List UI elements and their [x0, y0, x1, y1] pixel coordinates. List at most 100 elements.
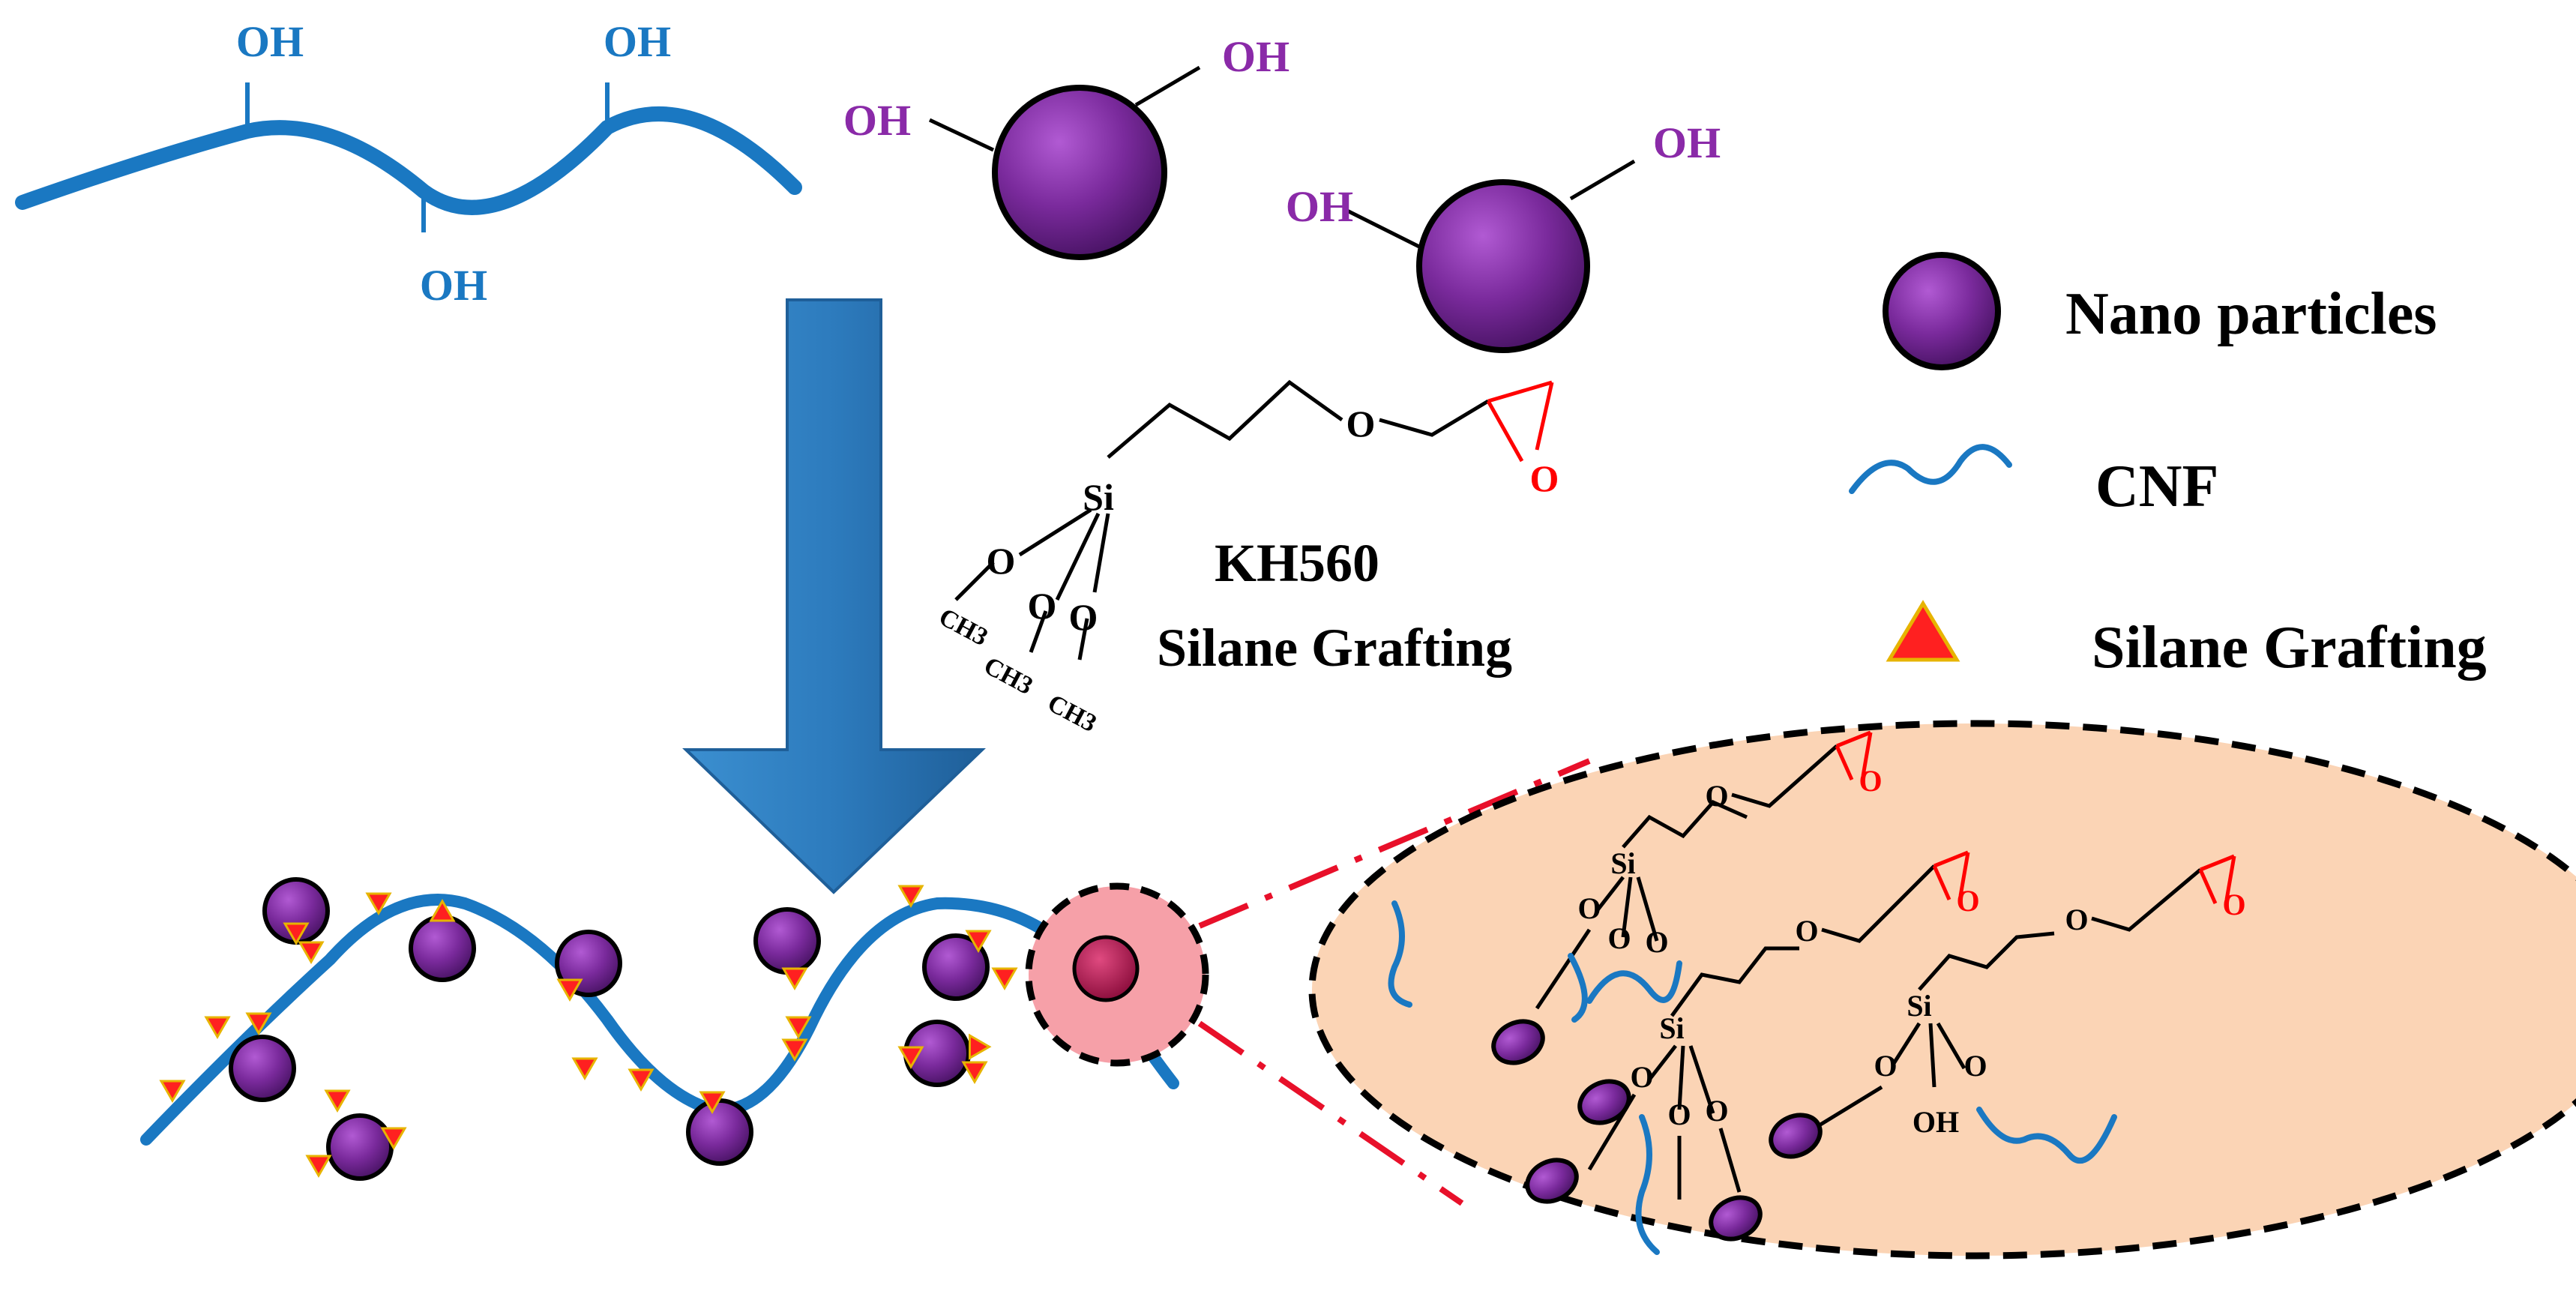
nanoparticle-small — [1525, 1158, 1579, 1204]
o-atom: O — [1667, 1098, 1691, 1131]
graft-triangle — [699, 1091, 726, 1115]
graft-triangle — [968, 1033, 992, 1060]
ether-link — [1731, 744, 1838, 808]
o-atom: O — [1795, 914, 1818, 948]
si-o-bond — [1928, 1023, 1936, 1088]
graft-triangle — [204, 1016, 231, 1040]
svg-text:O: O — [987, 540, 1016, 582]
si-o-bond — [1621, 876, 1633, 938]
epoxide-o: O — [2222, 888, 2245, 921]
particle-icon — [1416, 179, 1590, 353]
graft-triangle — [571, 1057, 598, 1081]
si-o-bond — [1595, 876, 1625, 912]
kh560-structure — [954, 379, 1554, 660]
o-particle-bond — [1535, 928, 1592, 1010]
cnf-segment — [1635, 1114, 1660, 1255]
graft-triangle — [785, 1016, 812, 1040]
o-atom: O — [2065, 903, 2088, 936]
graft-triangle — [429, 898, 456, 922]
svg-text:CH3: CH3 — [979, 652, 1037, 700]
graft-triangle — [781, 967, 808, 991]
ether-link — [2091, 868, 2202, 932]
graft-triangle — [965, 930, 992, 954]
svg-text:O: O — [1346, 403, 1376, 445]
ether-link — [1821, 864, 1936, 943]
o-atom: O — [1577, 891, 1601, 925]
cnf-chain-top: OH OH OH — [15, 17, 802, 310]
particle-icon — [1883, 252, 2001, 370]
graft-triangle — [159, 1080, 186, 1104]
si-o-bond — [1636, 876, 1659, 942]
oh-label: OH — [1653, 118, 1721, 167]
o-atom: O — [1607, 921, 1631, 955]
graft-triangle — [628, 1068, 654, 1092]
highlight-region — [1025, 882, 1209, 1067]
graft-triangle — [324, 1089, 351, 1113]
o-atom: O — [1705, 1094, 1728, 1128]
svg-text:CH3: CH3 — [1043, 689, 1101, 738]
oh-label: OH — [420, 261, 487, 310]
oh-label: OH — [1913, 1105, 1959, 1139]
legend-graft-label: Silane Grafting — [2092, 615, 2487, 681]
graft-triangle — [245, 1012, 272, 1036]
nanoparticle — [753, 907, 821, 975]
nanoparticle-small — [1709, 1195, 1763, 1242]
propyl-chain — [1918, 931, 2055, 991]
cnf-segment — [1388, 900, 1412, 1008]
si-o-bond — [1688, 1045, 1715, 1114]
triangle-icon — [1886, 600, 1960, 662]
kh560-labels: Si O O O O O CH3 CH3 CH3 KH560 Silane Gr… — [934, 403, 1559, 738]
o-atom: O — [1630, 1060, 1653, 1094]
nanoparticle — [922, 933, 990, 1001]
kh560-name: KH560 — [1215, 533, 1379, 593]
oh-label: OH — [1286, 182, 1353, 231]
graft-triangle — [961, 1061, 988, 1085]
graft-triangle — [897, 1046, 924, 1070]
propyl-chain — [1670, 946, 1799, 1017]
cnf-segment — [1586, 960, 1682, 1004]
svg-text:O: O — [1530, 457, 1559, 499]
grafted-composite — [140, 877, 1179, 1181]
nanoparticle — [229, 1035, 296, 1102]
si-atom: Si — [1659, 1011, 1684, 1045]
legend: Nano particles CNF Silane Grafting — [1849, 252, 2487, 681]
epoxide-o: O — [1859, 764, 1882, 798]
o-particle-bond — [1813, 1085, 1883, 1131]
o-atom: O — [1874, 1049, 1897, 1083]
graft-triangle — [380, 1127, 407, 1151]
graft-triangle — [781, 1038, 808, 1062]
svg-text:CH3: CH3 — [934, 603, 992, 652]
nanoparticle-small — [1491, 1019, 1545, 1065]
graft-triangle — [365, 892, 392, 916]
si-atom: Si — [1907, 989, 1931, 1023]
oh-label: OH — [604, 17, 671, 66]
graft-triangle — [556, 978, 583, 1002]
o-atom: O — [1705, 779, 1728, 813]
oh-label: OH — [1222, 32, 1289, 81]
cnf-segment — [1568, 953, 1588, 1023]
graft-triangle — [298, 941, 325, 965]
graft-triangle — [991, 967, 1018, 991]
nanoparticle-oh-1: OH OH — [843, 32, 1289, 260]
oh-label: OH — [843, 96, 911, 145]
graft-triangle — [283, 922, 310, 946]
nanoparticle-oh-2: OH OH — [1286, 118, 1721, 353]
si-o-bond — [1891, 1022, 1922, 1066]
svg-text:Si: Si — [1083, 476, 1114, 518]
legend-cnf-label: CNF — [2095, 454, 2218, 520]
nanoparticle-small — [1577, 1079, 1631, 1125]
o-particle-bond — [1718, 1128, 1742, 1193]
si-o-bond — [1648, 1044, 1677, 1081]
legend-nano-label: Nano particles — [2065, 281, 2437, 347]
nanoparticle — [686, 1098, 753, 1166]
graft-triangle — [897, 885, 924, 909]
si-o-bond — [1677, 1045, 1685, 1110]
cnf-segment — [1976, 1107, 2117, 1164]
process-arrow — [682, 298, 986, 894]
nanoparticle — [409, 915, 476, 982]
svg-text:O: O — [1028, 585, 1057, 627]
si-atom: Si — [1610, 846, 1635, 880]
